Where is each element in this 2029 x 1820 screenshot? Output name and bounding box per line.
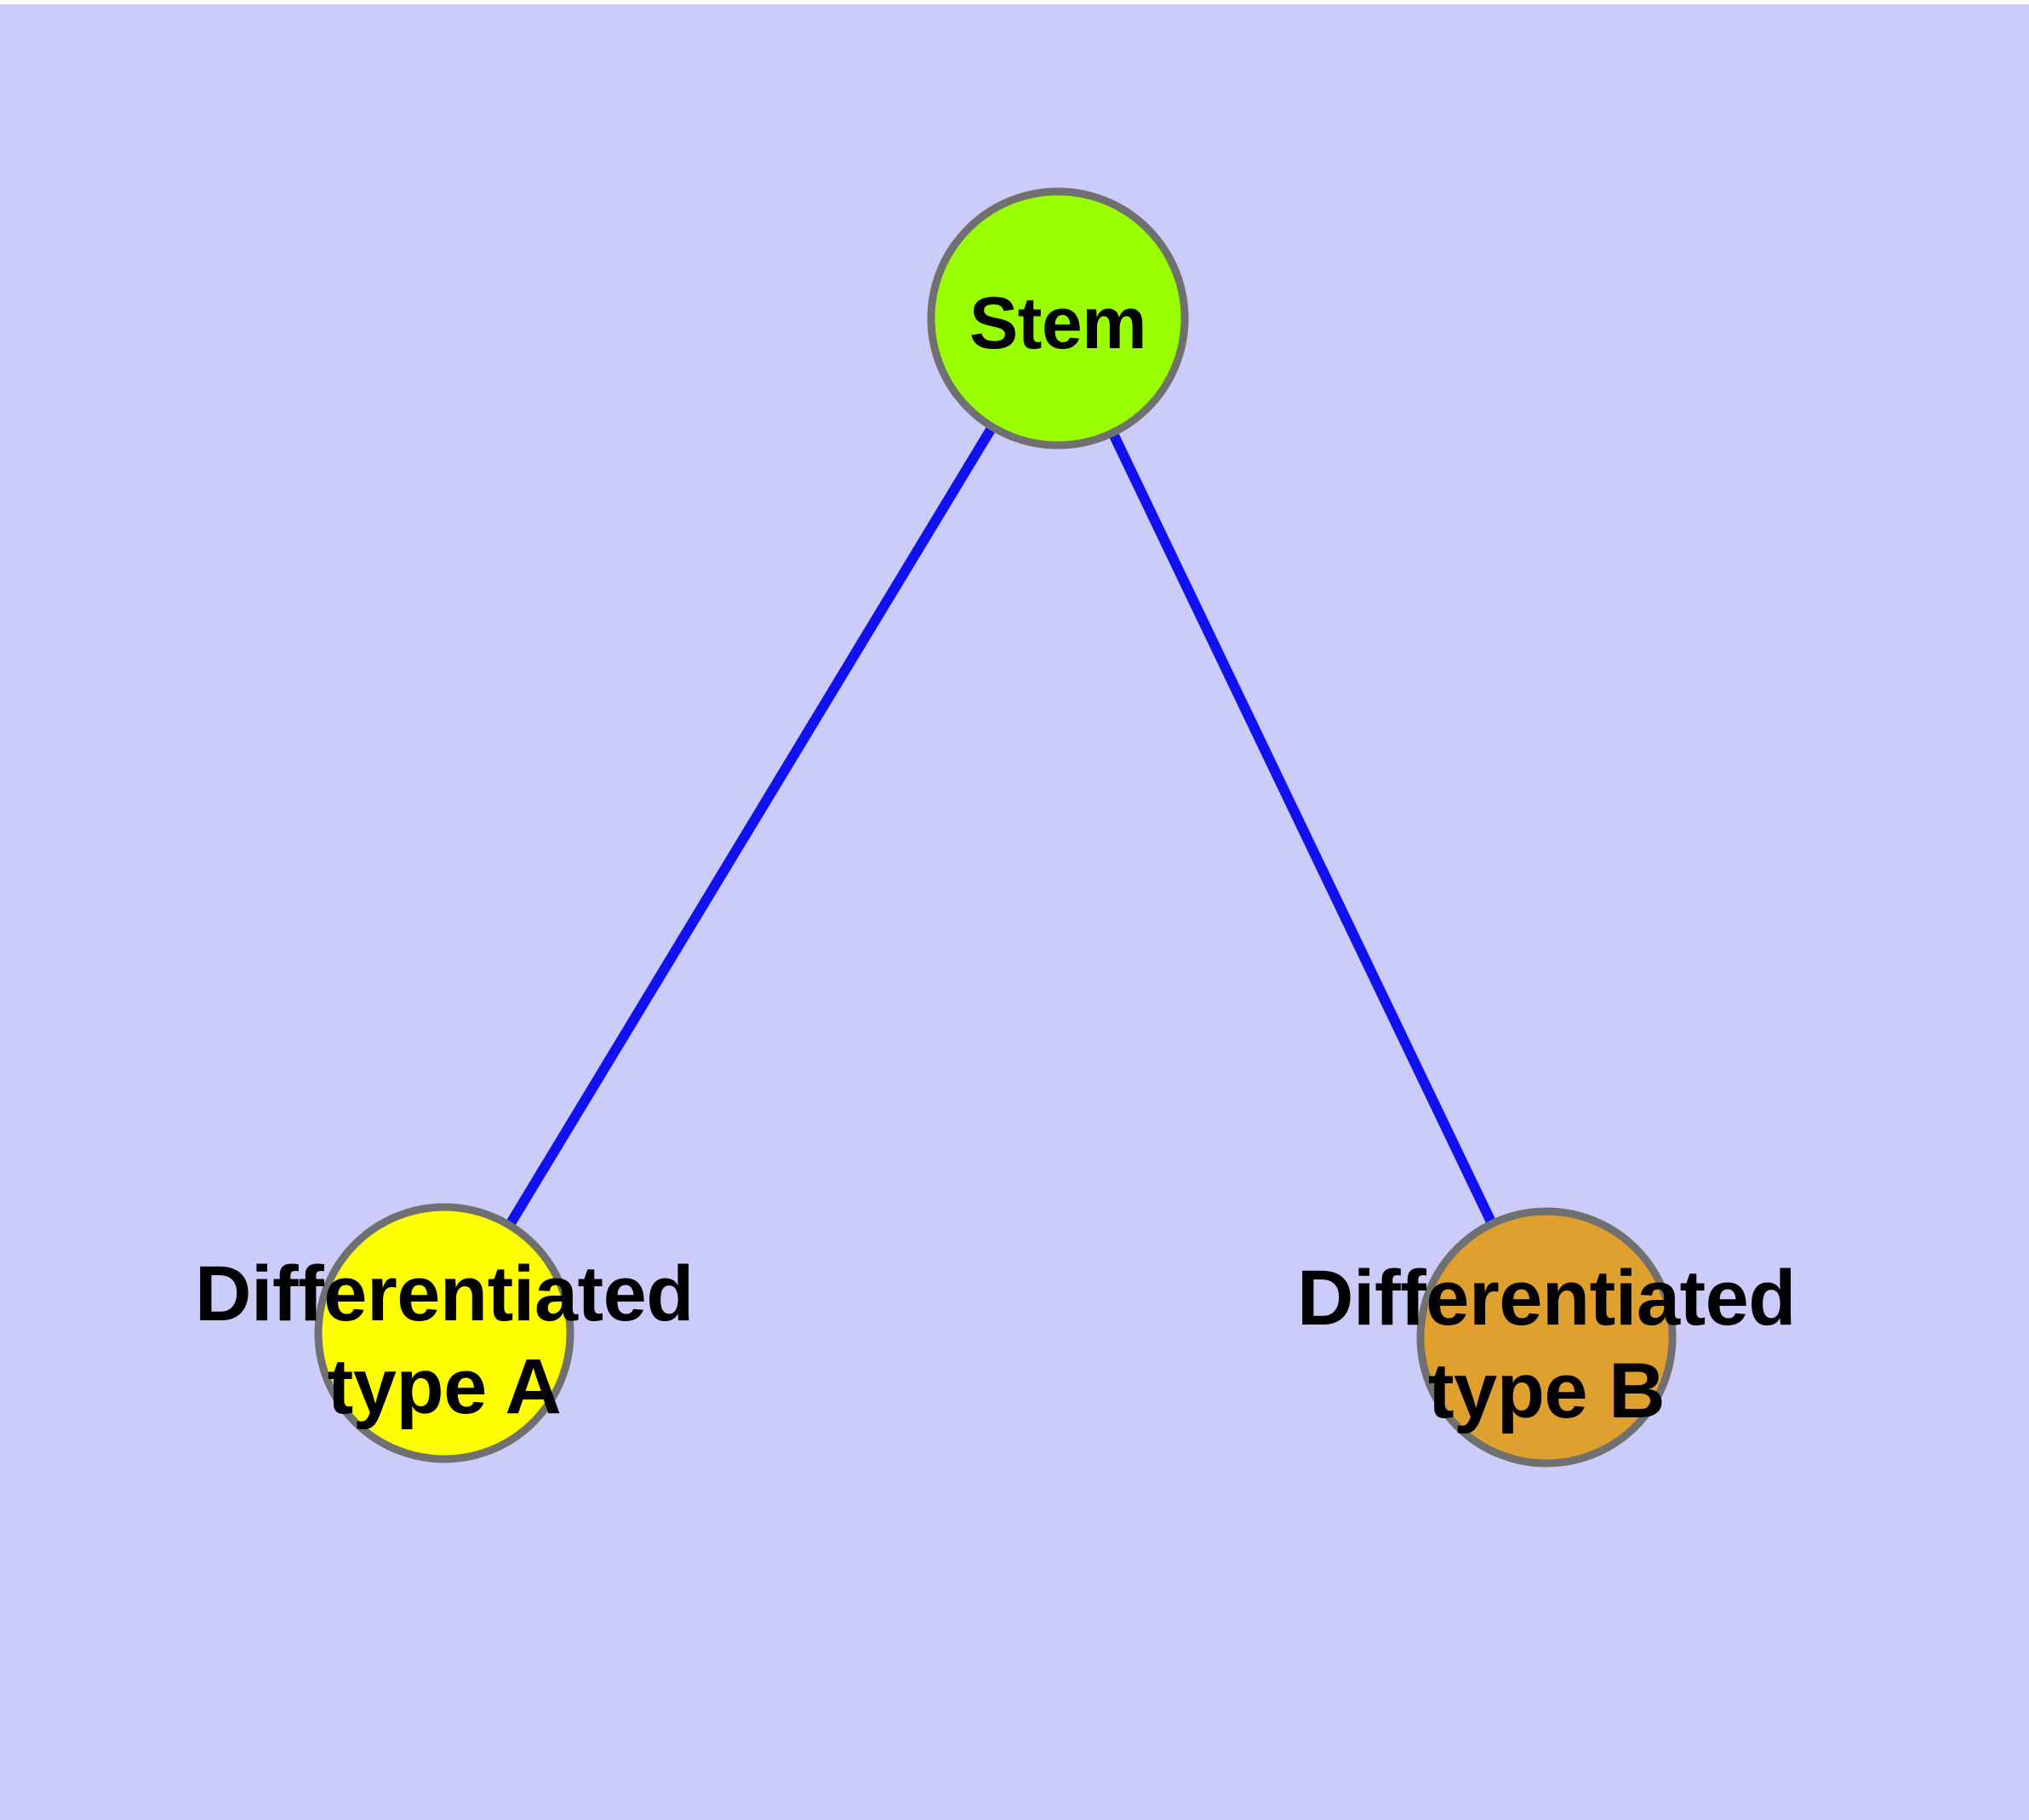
node-differentiated-type-b[interactable] bbox=[1416, 1207, 1677, 1468]
node-stem[interactable] bbox=[927, 187, 1189, 449]
node-differentiated-type-a[interactable] bbox=[314, 1203, 574, 1463]
edge-layer bbox=[505, 424, 1497, 1228]
node-layer bbox=[314, 187, 1677, 1468]
edge-stem-to-differentiated-b bbox=[1108, 430, 1497, 1227]
edge-stem-to-differentiated-a bbox=[505, 424, 997, 1228]
